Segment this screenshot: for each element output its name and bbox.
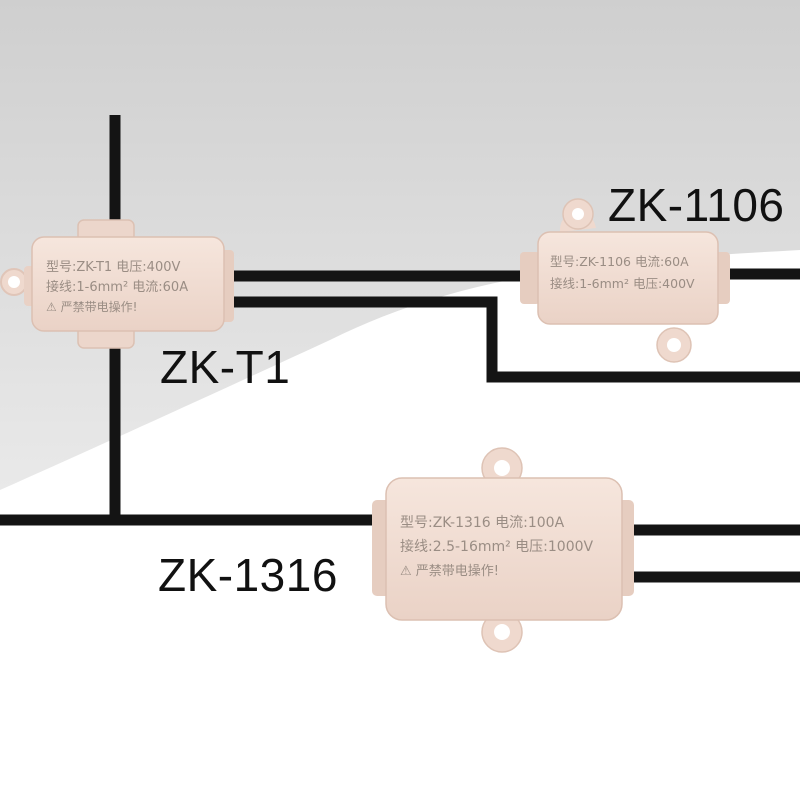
connector-zk-1316: 型号:ZK-1316 电流:100A 接线:2.5-16mm² 电压:1000V… — [372, 447, 634, 653]
zk-t1-print-line1: 型号:ZK-T1 电压:400V — [46, 260, 180, 275]
connector-zk-t1: 型号:ZK-T1 电压:400V 接线:1-6mm² 电流:60A ⚠ 严禁带电… — [0, 219, 234, 349]
zk-1316-print-line2: 接线:2.5-16mm² 电压:1000V — [400, 538, 594, 555]
connector-zk-1106: 型号:ZK-1106 电流:60A 接线:1-6mm² 电压:400V — [520, 198, 730, 363]
cables — [0, 115, 800, 583]
zk-1106-print-line1: 型号:ZK-1106 电流:60A — [550, 254, 689, 269]
label-zk-t1: ZK-T1 — [160, 341, 291, 393]
label-zk-1106: ZK-1106 — [608, 179, 785, 231]
background-grey-area — [0, 0, 800, 490]
zk-1316-print-line1: 型号:ZK-1316 电流:100A — [400, 515, 565, 531]
zk-t1-print-line2: 接线:1-6mm² 电流:60A — [46, 279, 188, 295]
zk-1106-print-line2: 接线:1-6mm² 电压:400V — [550, 276, 695, 291]
zk-1316-print-line3: ⚠ 严禁带电操作! — [400, 563, 499, 579]
cable-t1-branch — [232, 296, 800, 383]
zk-t1-print-line3: ⚠ 严禁带电操作! — [46, 299, 137, 314]
label-zk-1316: ZK-1316 — [158, 549, 338, 601]
